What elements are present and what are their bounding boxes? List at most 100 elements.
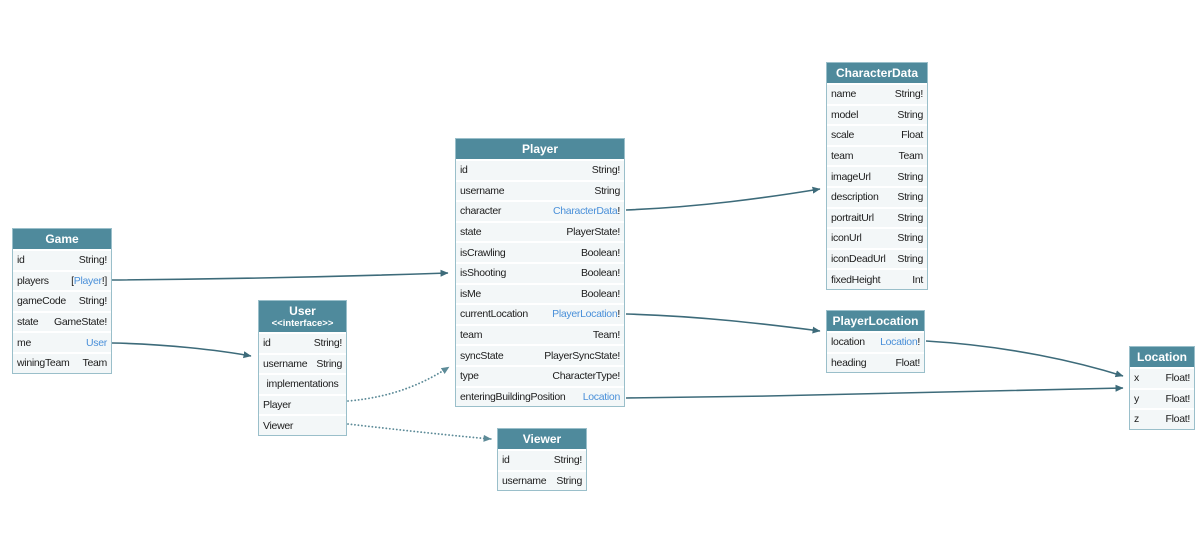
- field-name: type: [460, 370, 479, 383]
- field-row: me User: [13, 331, 111, 352]
- implementation-link[interactable]: Viewer: [263, 419, 294, 432]
- field-name: y: [1134, 392, 1139, 405]
- type-header-player[interactable]: Player: [456, 139, 624, 159]
- field-type: String: [316, 357, 342, 370]
- edge-player-character-to-characterdata: [625, 186, 821, 211]
- type-title: PlayerLocation: [832, 314, 919, 328]
- type-title: CharacterData: [835, 66, 919, 80]
- type-title: Viewer: [522, 432, 562, 446]
- field-name: id: [502, 454, 510, 467]
- type-header-characterdata[interactable]: CharacterData: [827, 63, 927, 83]
- field-row: currentLocation PlayerLocation!: [456, 303, 624, 324]
- edge-user-viewer-to-viewer: [347, 423, 492, 442]
- implementation-row[interactable]: Player: [259, 393, 346, 415]
- field-type: String: [556, 474, 582, 487]
- field-name: iconUrl: [831, 232, 862, 245]
- type-link[interactable]: User: [86, 336, 107, 349]
- field-type: String!: [553, 454, 583, 467]
- edge-player-enteringbuildingposition-to-location: [625, 384, 1124, 399]
- type-link[interactable]: CharacterData: [552, 205, 618, 218]
- type-link[interactable]: Location: [880, 336, 918, 349]
- field-type: String: [897, 232, 923, 245]
- field-name: me: [17, 336, 31, 349]
- field-name: winingTeam: [17, 357, 70, 370]
- field-name: state: [460, 226, 482, 239]
- implementation-row[interactable]: Viewer: [259, 414, 346, 435]
- field-name: syncState: [460, 349, 504, 362]
- field-name: location: [831, 336, 865, 349]
- edge-player-currentlocation-to-playerlocation: [625, 313, 821, 334]
- type-header-playerlocation[interactable]: PlayerLocation: [827, 311, 924, 331]
- type-link[interactable]: PlayerLocation: [552, 308, 618, 321]
- field-row: type CharacterType!: [456, 364, 624, 386]
- implementation-link[interactable]: Player: [263, 399, 291, 412]
- type-title: Player: [521, 142, 559, 156]
- field-type: String!: [591, 164, 621, 177]
- field-type: Team: [82, 357, 108, 370]
- field-row: id String!: [498, 449, 586, 470]
- field-name: gameCode: [17, 295, 66, 308]
- type-link[interactable]: Player: [73, 274, 102, 287]
- field-name: character: [460, 205, 502, 218]
- field-type: PlayerLocation!: [552, 308, 620, 320]
- field-name: currentLocation: [460, 308, 528, 321]
- field-name: username: [460, 184, 505, 197]
- field-name: iconDeadUrl: [831, 253, 886, 266]
- type-header-viewer[interactable]: Viewer: [498, 429, 586, 449]
- field-name: model: [831, 108, 859, 121]
- field-name: scale: [831, 129, 855, 142]
- field-type: Team: [898, 150, 924, 163]
- field-name: id: [17, 254, 25, 267]
- field-name: x: [1134, 372, 1139, 385]
- field-name: name: [831, 88, 857, 101]
- section-row: implementations: [259, 373, 346, 394]
- field-name: fixedHeight: [831, 273, 881, 286]
- field-type: PlayerState!: [566, 226, 620, 239]
- field-type: String: [594, 184, 620, 197]
- field-row: iconUrl String: [827, 227, 927, 248]
- field-type: CharacterType!: [552, 370, 620, 383]
- field-type: String!: [78, 254, 108, 267]
- type-subtitle: <<interface>>: [271, 318, 334, 329]
- field-row: winingTeam Team: [13, 351, 111, 373]
- field-name: team: [460, 329, 483, 342]
- type-title: Game: [45, 232, 79, 246]
- type-header-location[interactable]: Location: [1130, 347, 1194, 367]
- type-header-user[interactable]: User<<interface>>: [259, 301, 346, 332]
- field-name: portraitUrl: [831, 211, 874, 224]
- type-header-game[interactable]: Game: [13, 229, 111, 249]
- type-title: User: [289, 304, 316, 318]
- edge-game-players-to-player: [111, 269, 449, 281]
- type-link[interactable]: Location: [582, 390, 621, 403]
- field-name: imageUrl: [831, 170, 871, 183]
- field-name: isShooting: [460, 267, 507, 280]
- field-type: Team!: [592, 329, 620, 342]
- field-type: Location: [582, 390, 621, 403]
